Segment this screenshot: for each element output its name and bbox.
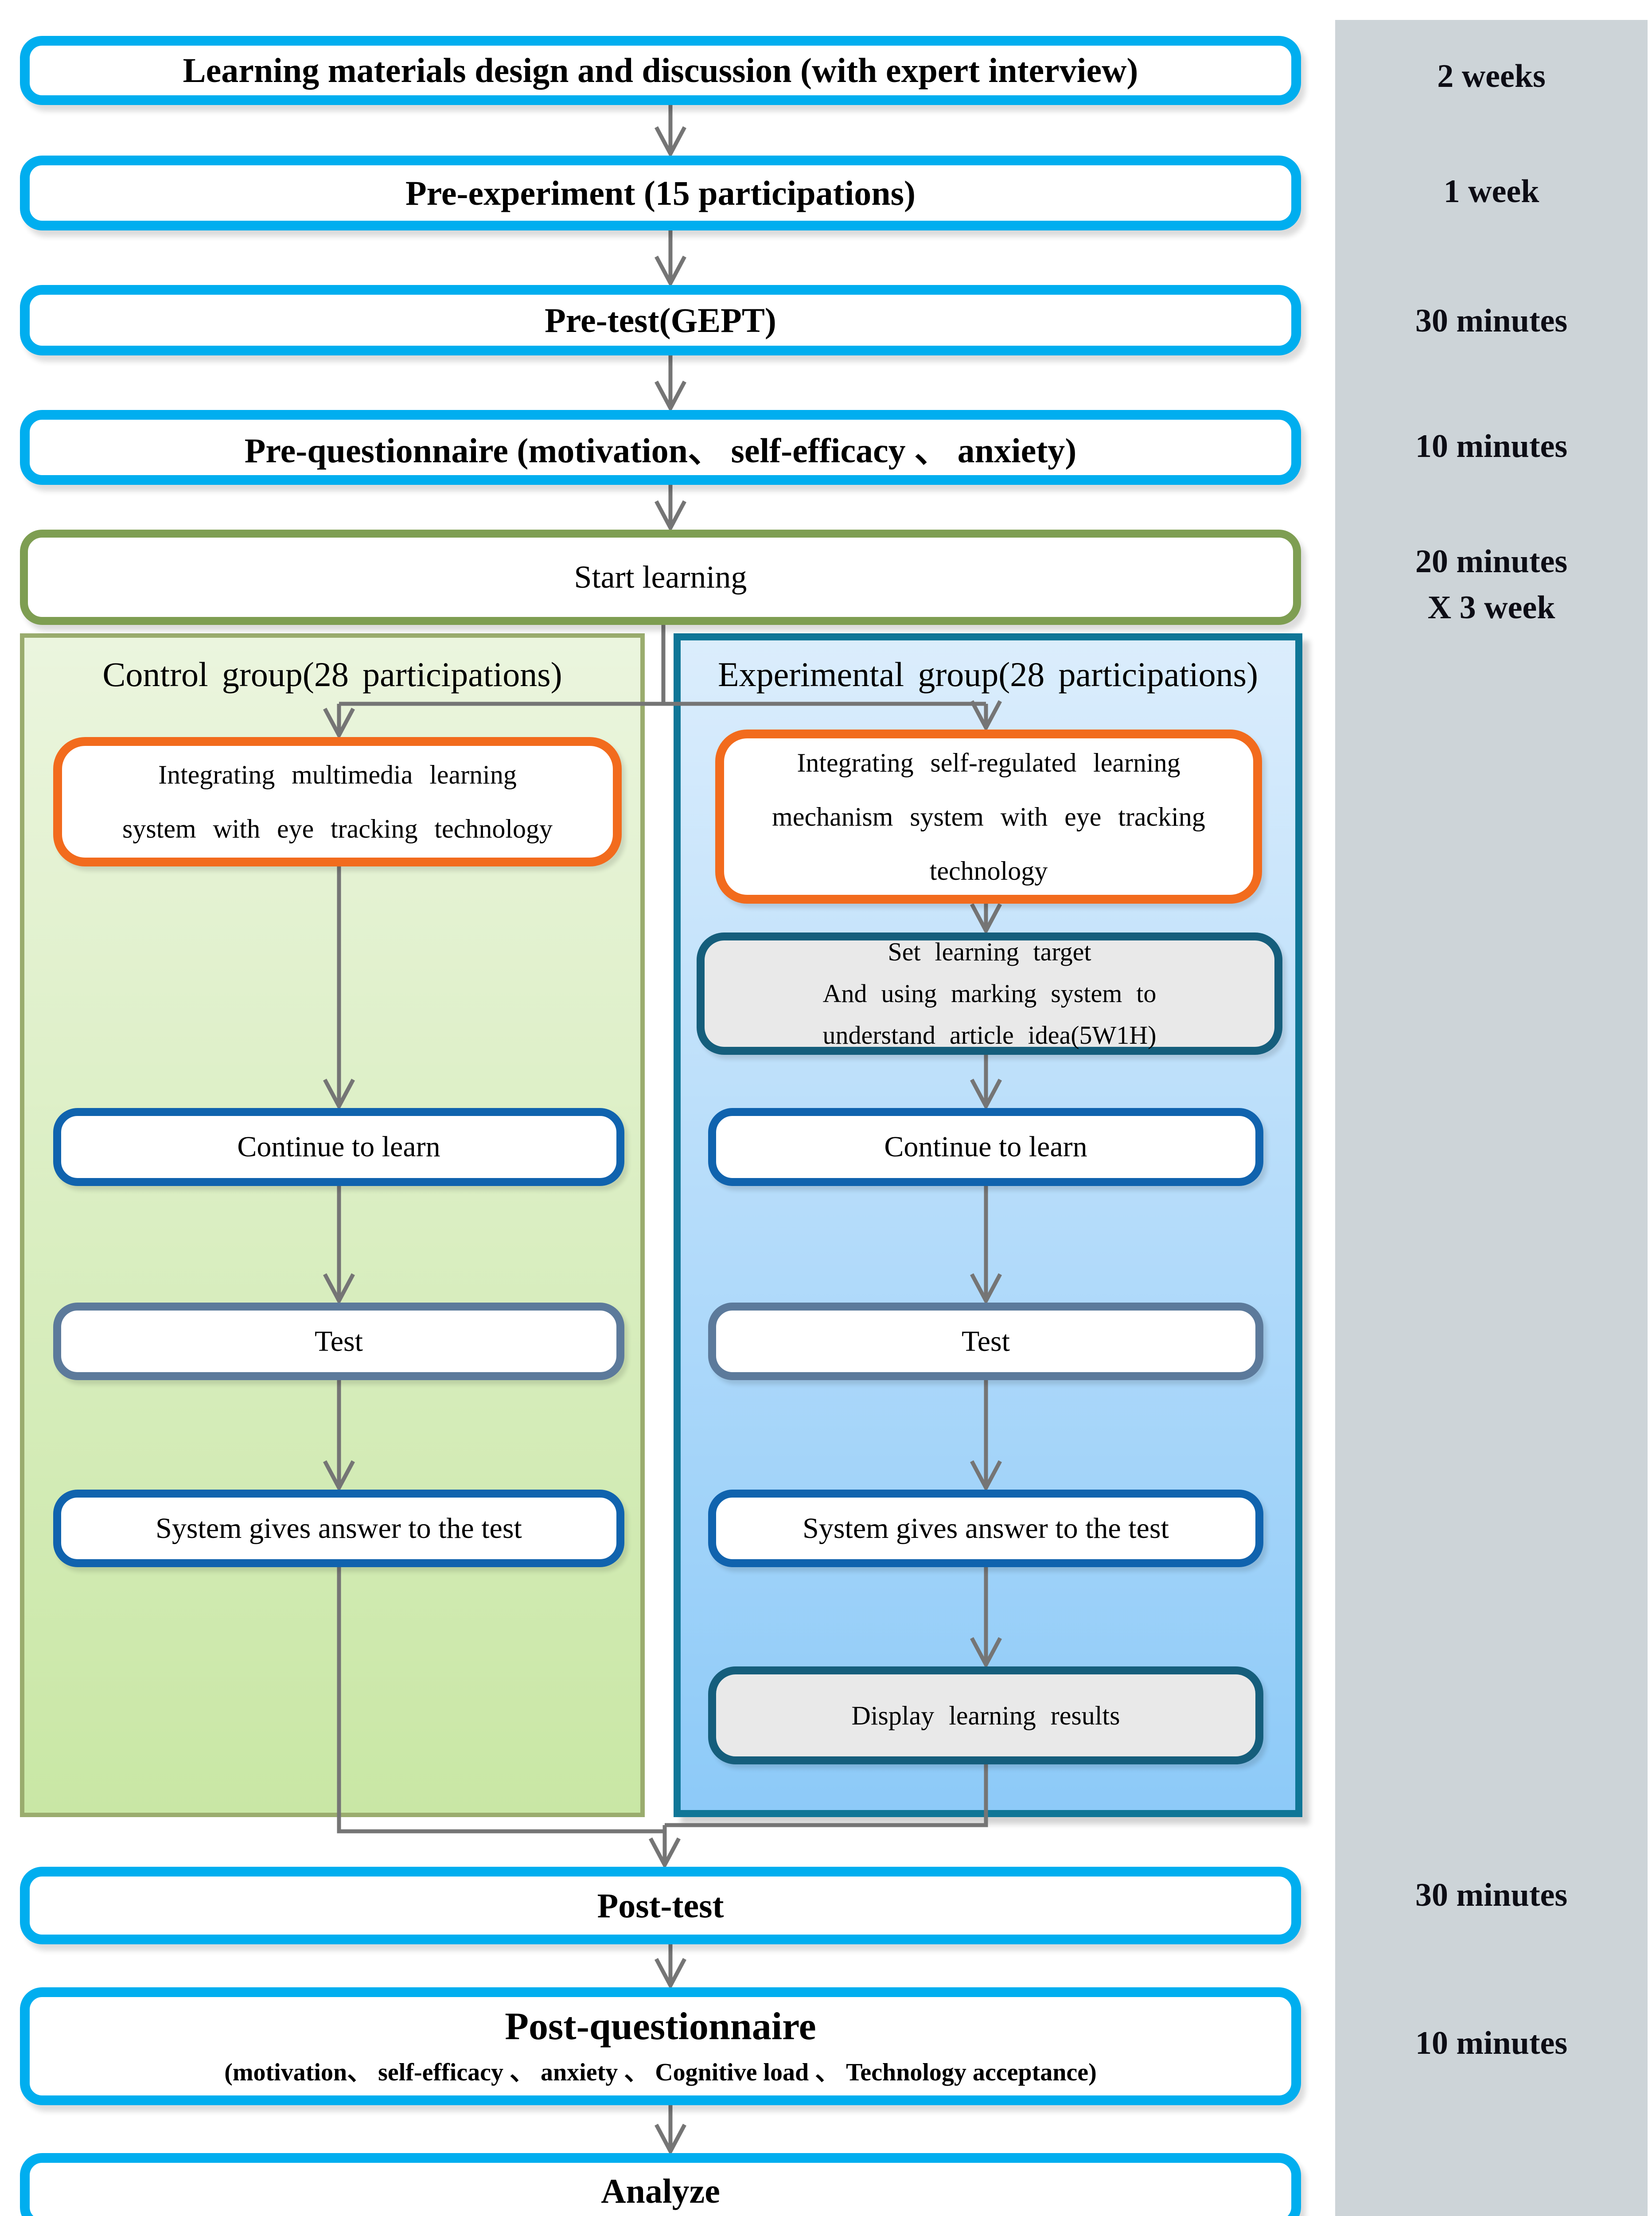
- box-pre-experiment: Pre-experiment (15 participations): [20, 156, 1301, 230]
- box-pre-test-label: Pre-test(GEPT): [545, 300, 776, 339]
- box-analyze: Analyze: [20, 2153, 1301, 2216]
- duration-30-minutes-pretest: 30 minutes: [1415, 303, 1568, 339]
- duration-30-minutes-posttest: 30 minutes: [1415, 1877, 1568, 1913]
- experimental-group-title: Experimental group(28 participations): [717, 655, 1258, 694]
- post-questionnaire-subtitle: (motivation、 self-efficacy 、 anxiety 、 C…: [224, 2059, 1097, 2086]
- box-control-system-answer: System gives answer to the test: [53, 1490, 624, 1567]
- box-control-test: Test: [53, 1303, 624, 1380]
- box-post-test: Post-test: [20, 1867, 1301, 1944]
- box-exp-system-answer: System gives answer to the test: [708, 1490, 1263, 1567]
- box-exp-integrating: Integrating self-regulated learning mech…: [715, 730, 1262, 904]
- box-control-integrating: Integrating multimedia learning system w…: [53, 737, 622, 866]
- box-pre-experiment-label: Pre-experiment (15 participations): [405, 173, 916, 212]
- box-exp-display-results: Display learning results: [708, 1666, 1263, 1764]
- box-pre-questionnaire-label: Pre-questionnaire (motivation、 self-effi…: [244, 431, 1077, 470]
- box-start-learning: Start learning: [20, 530, 1301, 625]
- box-pre-test: Pre-test(GEPT): [20, 285, 1301, 355]
- box-post-questionnaire: Post-questionnaire (motivation、 self-eff…: [20, 1987, 1301, 2105]
- box-pre-questionnaire: Pre-questionnaire (motivation、 self-effi…: [20, 410, 1301, 485]
- duration-10-minutes-prequestionnaire: 10 minutes: [1415, 428, 1568, 464]
- duration-20-minutes-x3week: 20 minutes X 3 week: [1415, 543, 1568, 626]
- box-control-continue: Continue to learn: [53, 1108, 624, 1186]
- post-questionnaire-title: Post-questionnaire: [505, 2005, 816, 2048]
- box-analyze-label: Analyze: [601, 2172, 720, 2210]
- box-exp-continue: Continue to learn: [708, 1108, 1263, 1186]
- timeline-sidebar: [1335, 20, 1648, 2216]
- box-post-test-label: Post-test: [597, 1886, 724, 1925]
- box-learning-materials: Learning materials design and discussion…: [20, 36, 1301, 105]
- box-learning-materials-label: Learning materials design and discussion…: [183, 51, 1138, 90]
- duration-1-week: 1 week: [1443, 173, 1539, 210]
- control-group-title: Control group(28 participations): [102, 655, 562, 694]
- box-exp-set-target: Set learning target And using marking sy…: [697, 932, 1282, 1055]
- box-exp-test: Test: [708, 1303, 1263, 1380]
- box-start-learning-label: Start learning: [574, 559, 747, 595]
- duration-10-minutes-postquestionnaire: 10 minutes: [1415, 2025, 1568, 2061]
- duration-2-weeks: 2 weeks: [1437, 58, 1546, 94]
